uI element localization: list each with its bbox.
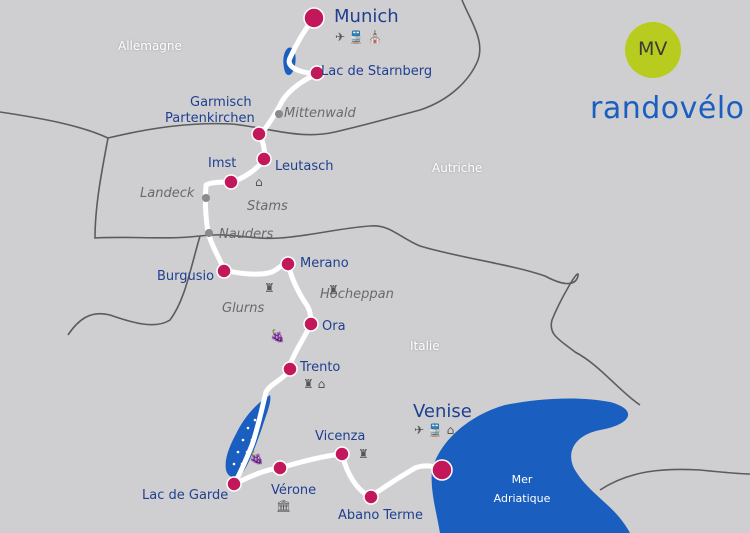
marker-vicenza	[334, 446, 350, 462]
marker-merano	[280, 256, 296, 272]
brand-logo-badge	[625, 22, 681, 78]
marker-leutasch	[256, 151, 272, 167]
castle-icon: ♜	[328, 283, 339, 297]
via-marker-nauders	[205, 229, 213, 237]
stage-markers	[216, 7, 453, 505]
ora-grapes: 🍇	[270, 330, 285, 342]
adriatic-sea	[431, 398, 630, 533]
via-markers	[202, 110, 283, 237]
garda-grapes: 🍇	[249, 452, 264, 464]
trento-icons: ♜ ⌂	[303, 378, 325, 390]
via-marker-landeck	[202, 194, 210, 202]
via-label-nauders: Nauders	[219, 227, 274, 242]
stage-label-venice: Venise	[413, 401, 472, 422]
stage-label-ora: Ora	[322, 319, 346, 334]
marker-abano	[363, 489, 379, 505]
stage-label-imst: Imst	[208, 156, 237, 171]
train-icon: 🚆	[427, 423, 443, 437]
stage-label-burgusio: Burgusio	[157, 269, 215, 284]
via-route-dots	[204, 206, 210, 228]
marker-starnberg	[309, 65, 325, 81]
marker-ora	[303, 316, 319, 332]
verona-icon: 🏛	[276, 500, 291, 512]
country-borders	[0, 0, 750, 491]
stage-label-garmisch-1: Garmisch	[190, 95, 252, 110]
marker-trento	[282, 361, 298, 377]
column-icon: 🏛	[276, 499, 292, 513]
grapes-icon: 🍇	[249, 451, 264, 465]
monument-icon: ⛪	[367, 30, 383, 44]
via-marker-mittenwald	[275, 110, 283, 118]
grapes-icon: 🍇	[270, 329, 285, 343]
stage-label-trento: Trento	[300, 360, 341, 375]
train-icon: 🚆	[348, 30, 364, 44]
via-label-hocheppan: Hocheppan	[320, 287, 394, 302]
border-austria-italy	[94, 137, 641, 406]
castle-icon: ♜	[303, 377, 314, 391]
plane-icon: ✈	[335, 30, 346, 44]
border-germany-austria	[0, 0, 481, 139]
stage-label-munich: Munich	[334, 6, 399, 27]
castle-icon: ♜	[264, 281, 275, 295]
country-label-italy: Italie	[410, 339, 440, 353]
sea-label-line1: Mer	[511, 473, 533, 486]
via-label-landeck: Landeck	[140, 186, 195, 201]
stage-label-garmisch-2: Partenkirchen	[165, 111, 255, 126]
marker-imst	[223, 174, 239, 190]
stage-label-leutasch: Leutasch	[275, 159, 334, 174]
stage-label-merano: Merano	[300, 256, 349, 271]
stage-label-garda: Lac de Garde	[142, 488, 229, 503]
via-label-mittenwald: Mittenwald	[284, 106, 356, 121]
marker-burgusio	[216, 263, 232, 279]
marker-garmisch	[251, 126, 267, 142]
stage-label-verona: Vérone	[271, 483, 317, 498]
monument-icon: ⌂	[317, 377, 326, 391]
plane-icon: ✈	[414, 423, 425, 437]
castle-icon: ♜	[358, 447, 369, 461]
stams-icon: ⌂	[255, 176, 263, 188]
marker-venice	[431, 459, 453, 481]
sea-label-line2: Adriatique	[493, 492, 551, 505]
marker-garda	[226, 476, 242, 492]
hocheppan-icon: ♜	[328, 284, 339, 296]
country-label-germany: Allemagne	[118, 39, 182, 53]
stage-label-starnberg: Lac de Starnberg	[321, 64, 433, 79]
border-switzerland	[67, 235, 201, 336]
border-east	[599, 468, 750, 491]
brand-name: randovélo	[590, 91, 745, 126]
monument-icon: ⌂	[446, 423, 455, 437]
stage-label-abano: Abano Terme	[338, 508, 423, 523]
venice-icons: ✈ 🚆 ⌂	[414, 424, 454, 436]
glurns-icon: ♜	[264, 282, 275, 294]
monument-icon: ⌂	[255, 175, 263, 189]
via-label-stams: Stams	[247, 199, 288, 214]
via-label-glurns: Glurns	[222, 301, 265, 316]
brand-logo-text: MV	[638, 38, 668, 60]
vicenza-icon: ♜	[358, 448, 369, 460]
munich-icons: ✈ 🚆 ⛪	[335, 31, 383, 43]
marker-munich	[303, 7, 325, 29]
marker-verona	[272, 460, 288, 476]
stage-label-vicenza: Vicenza	[315, 429, 366, 444]
country-label-austria: Autriche	[432, 161, 483, 175]
